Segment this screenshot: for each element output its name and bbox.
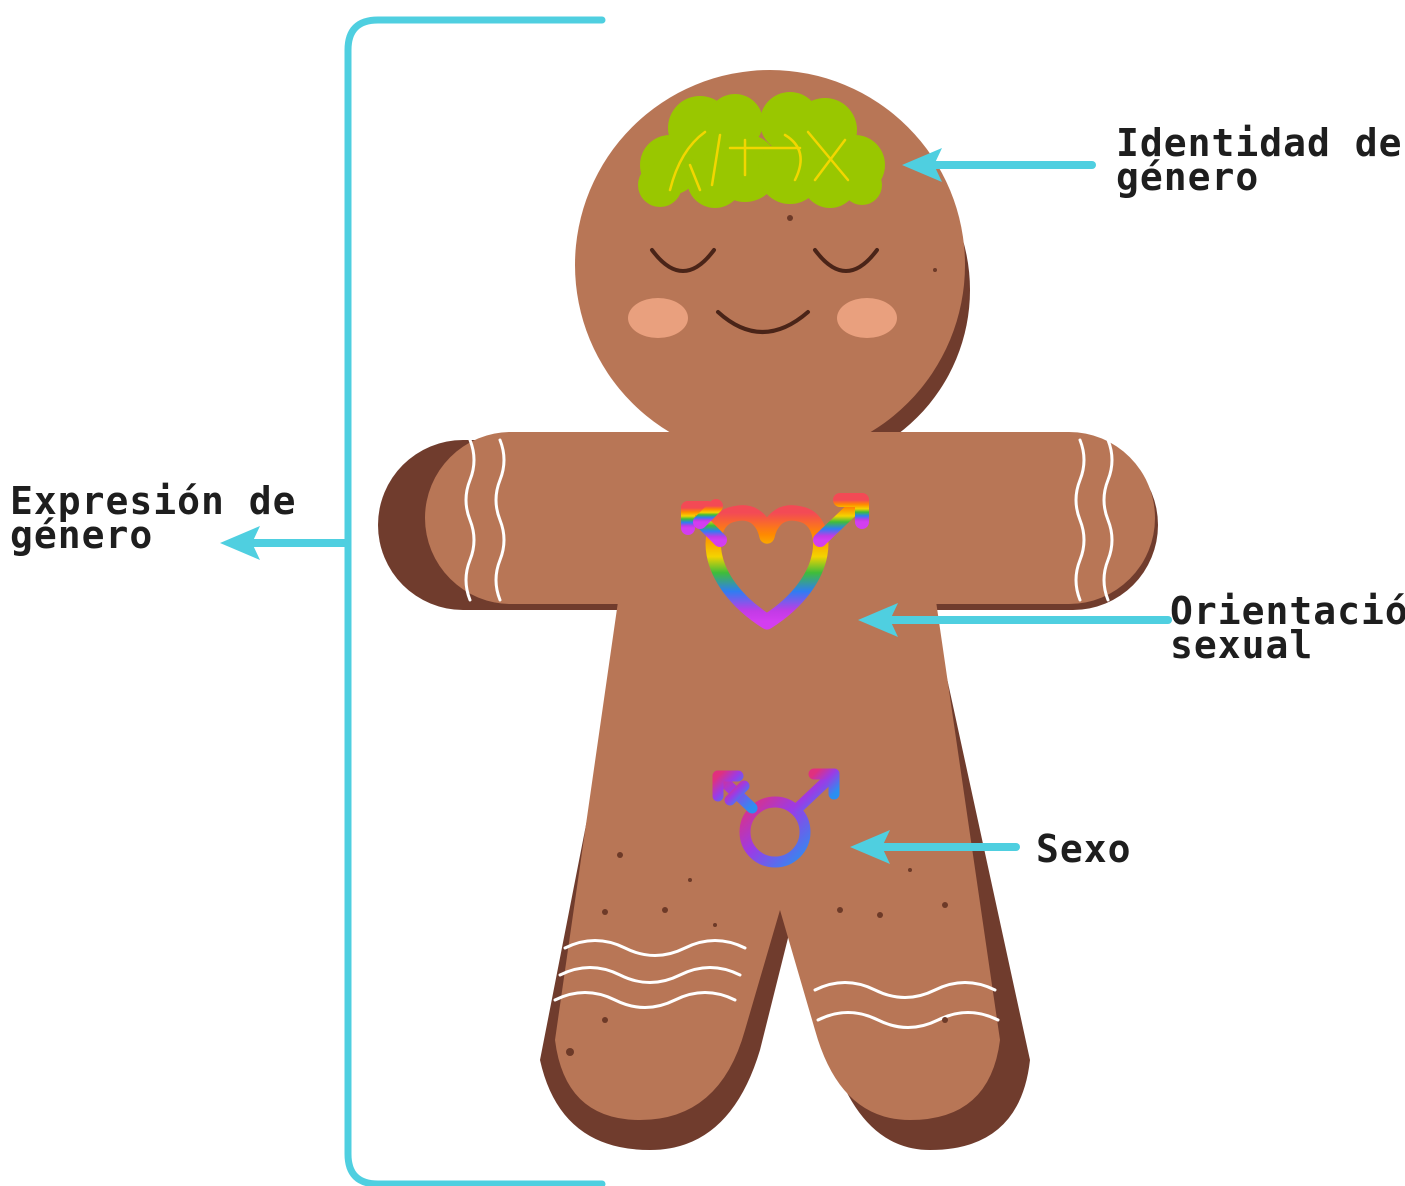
label-orientacion-sexual: Orientación sexual	[1170, 594, 1405, 662]
label-sexo: Sexo	[1036, 832, 1132, 866]
label-identidad-line2: género	[1116, 160, 1403, 194]
label-orientacion-line2: sexual	[1170, 628, 1405, 662]
label-expresion-line2: género	[10, 518, 297, 552]
gingerbread-figure	[378, 70, 1158, 1150]
arrow-identidad	[902, 148, 1092, 182]
label-identidad-de-genero: Identidad de género	[1116, 126, 1403, 194]
label-expresion-de-genero: Expresión de género	[10, 484, 297, 552]
label-sexo-line1: Sexo	[1036, 832, 1132, 866]
